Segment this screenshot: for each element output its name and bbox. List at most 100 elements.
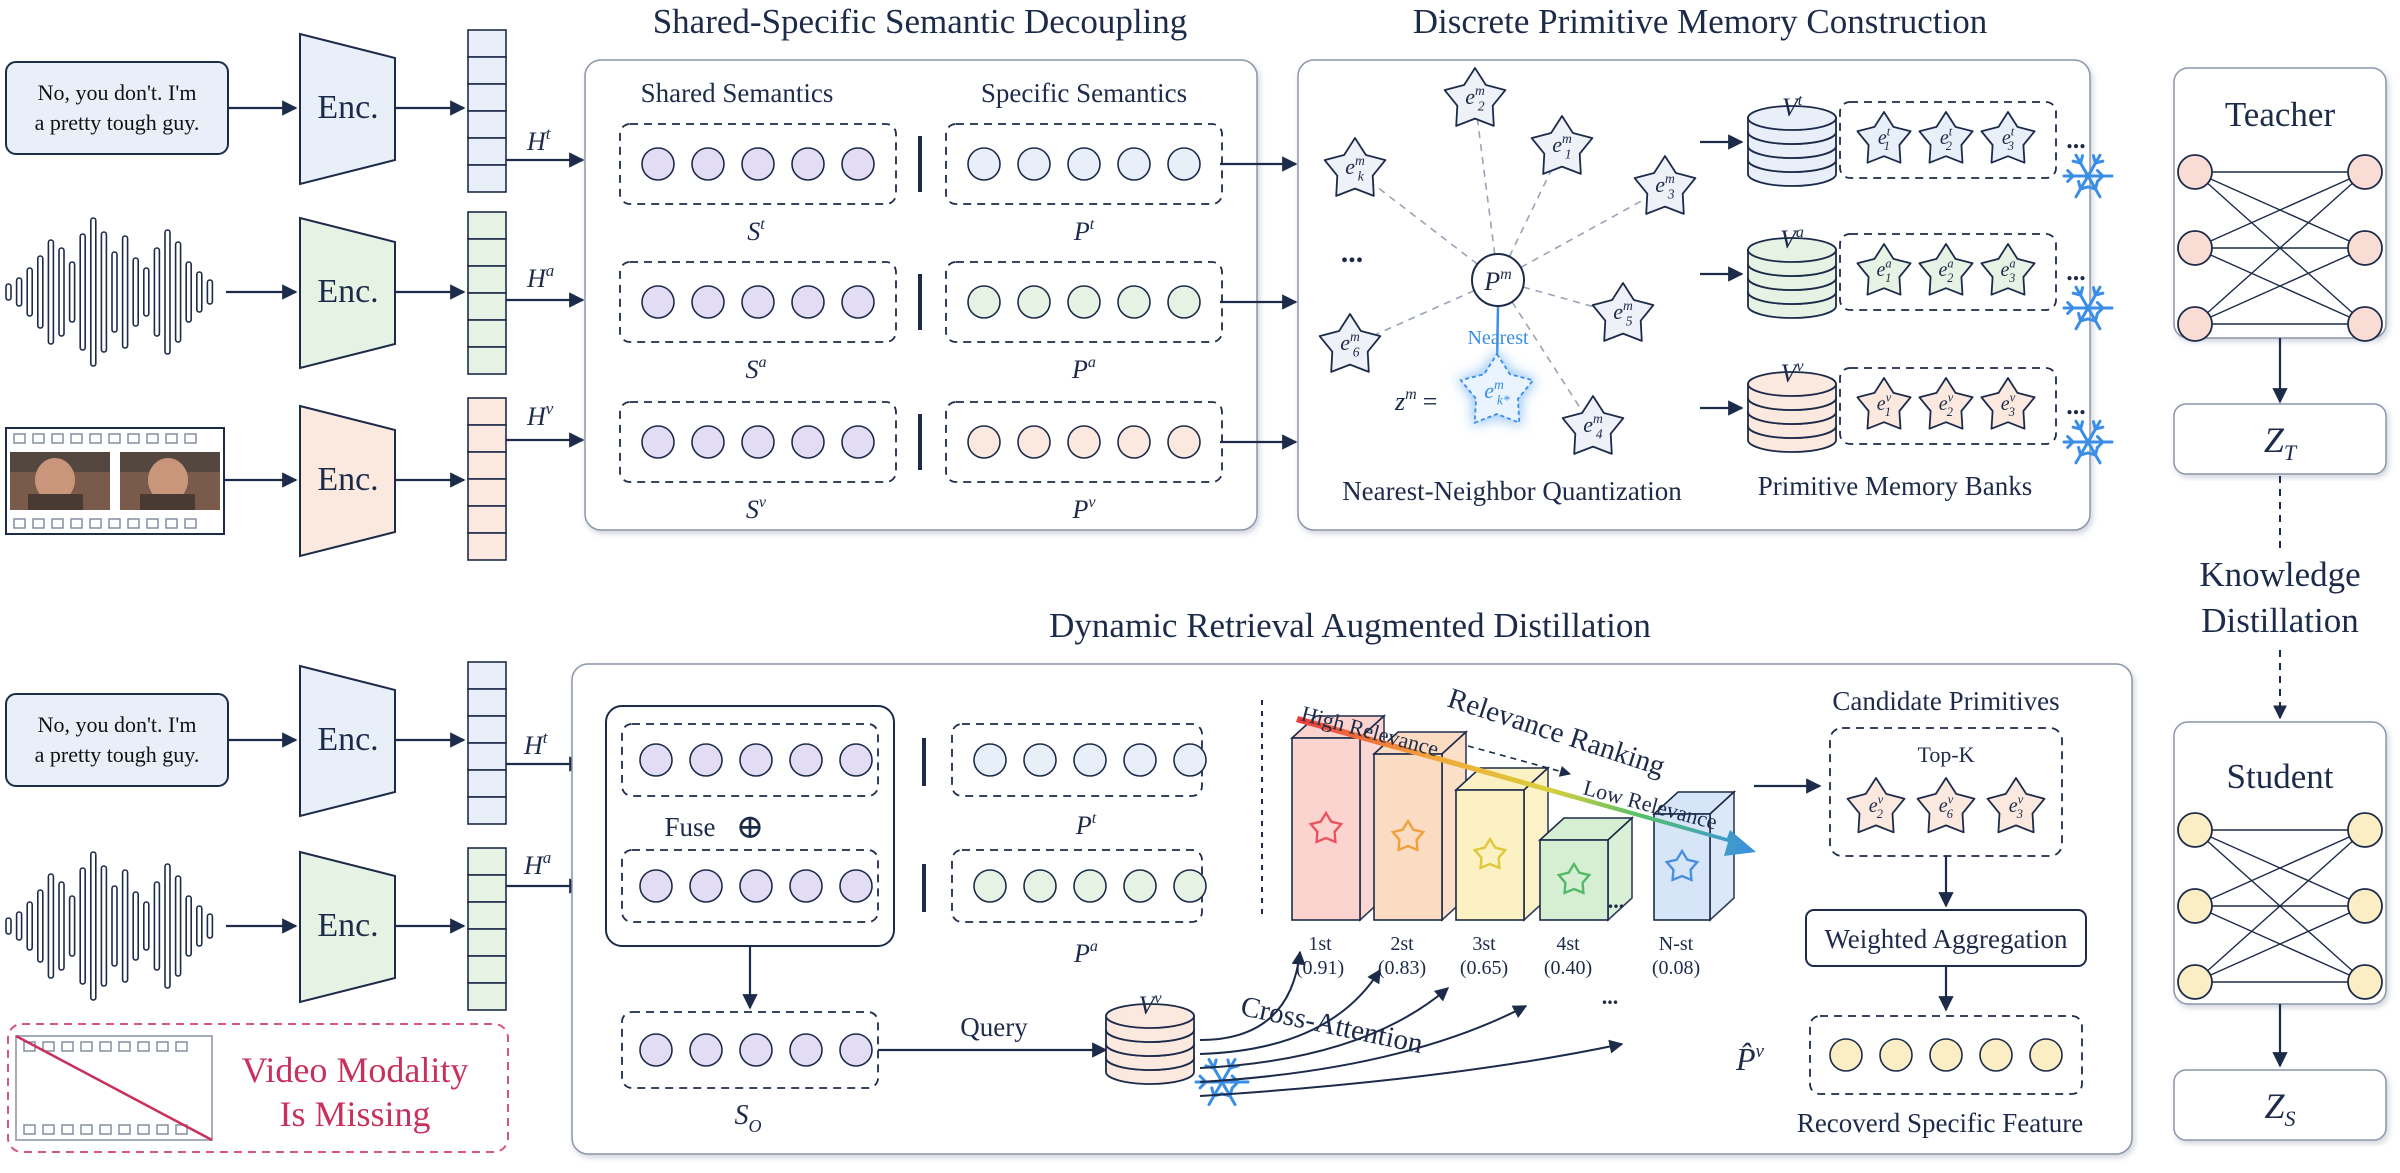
vector-cell (467, 532, 507, 561)
feature-token (967, 425, 1001, 459)
vector-cell (467, 874, 507, 903)
cross-attention-arrow (1199, 950, 1306, 1041)
specific-semantic-tokens (967, 285, 1201, 319)
ranking-star-icon (1390, 818, 1426, 852)
candidate-title: Candidate Primitives (1832, 686, 2059, 716)
waveform-bar (111, 251, 118, 333)
feature-token (791, 285, 825, 319)
text-encoder-bottom-label: Enc. (317, 721, 378, 758)
rank-label: N-st (1659, 933, 1694, 955)
vector-cell (467, 56, 507, 85)
vector-cell (467, 292, 507, 321)
rank-score: (0.08) (1652, 957, 1700, 979)
network-node (2347, 964, 2383, 1000)
ranking-star-icon (1556, 861, 1592, 895)
quantization-caption: Nearest-Neighbor Quantization (1342, 476, 1682, 506)
feature-token (689, 869, 723, 903)
primitive-star-icon (1591, 282, 1655, 342)
feature-token (1123, 743, 1157, 777)
feature-token (641, 285, 675, 319)
specific-label-audio: Pa (1073, 938, 1098, 968)
feature-token (973, 869, 1007, 903)
waveform-bar (26, 267, 34, 317)
vector-cell (467, 451, 507, 480)
hidden-label-video: Hv (526, 399, 554, 431)
student-network (2177, 812, 2383, 1000)
text-encoder: Enc. (299, 32, 396, 186)
primitive-star-icon (1918, 111, 1974, 164)
feature-token (789, 743, 823, 777)
rank-label: 2st (1390, 933, 1414, 955)
feature-token (741, 285, 775, 319)
hidden-label-audio-bottom: Ha (523, 848, 551, 880)
waveform-bar (36, 889, 44, 963)
waveform-bar (47, 873, 55, 979)
network-node (2347, 230, 2383, 266)
vector-cell (467, 901, 507, 930)
fused-shared-tokens-audio (639, 869, 873, 903)
feature-token (1829, 1038, 1863, 1072)
shared-semantic-label: St (747, 216, 765, 246)
teacher-label: Teacher (2225, 95, 2336, 134)
relevance-gradient-arrow (1296, 716, 1756, 856)
network-node (2177, 154, 2213, 190)
audio-encoder: Enc. (299, 216, 396, 370)
rank-label: 1st (1308, 933, 1332, 955)
vector-cell (467, 661, 507, 690)
primitive-star-icon (1633, 155, 1697, 215)
waveform-bar (68, 261, 76, 323)
shared-semantic-tokens (641, 425, 875, 459)
waveform-bar (143, 901, 150, 951)
fuse-symbol: ⊕ (736, 809, 765, 846)
vector-cell (467, 346, 507, 375)
waveform-bar (132, 891, 139, 961)
feature-token (839, 1033, 873, 1067)
so-label: SO (735, 1100, 762, 1136)
feature-token (1073, 869, 1107, 903)
primitive-star-icon (1918, 243, 1974, 296)
feature-token (789, 1033, 823, 1067)
vector-cell (467, 982, 507, 1011)
banks-caption: Primitive Memory Banks (1758, 471, 2032, 501)
waveform-bar (164, 863, 171, 989)
rank-score: (0.65) (1460, 957, 1508, 979)
specific-semantic-label: Pv (1071, 494, 1096, 524)
vector-cell (467, 211, 507, 240)
rank-label: 4st (1556, 933, 1580, 955)
specific-semantic-label: Pt (1073, 216, 1095, 246)
feature-token (839, 869, 873, 903)
ranking-star-icon (1664, 848, 1700, 882)
hidden-vector-video (467, 397, 507, 561)
audio-encoder-label: Enc. (317, 273, 378, 310)
primitive-star-icon (1846, 777, 1906, 834)
feature-token (691, 285, 725, 319)
hidden-label-text: Ht (526, 124, 552, 156)
ranking-bar (1539, 839, 1609, 921)
feature-token (691, 425, 725, 459)
teacher-output-box (2173, 403, 2387, 475)
vector-cell (467, 478, 507, 507)
feature-token (1167, 425, 1201, 459)
text-input-bottom-line1: No, you don't. I'm (38, 712, 197, 737)
waveform-bar (26, 901, 34, 951)
ranking-ellipsis: ... (1608, 888, 1625, 913)
missing-video-box: Video Modality Is Missing (7, 1023, 509, 1153)
kd-label-line1: Knowledge (2199, 555, 2360, 594)
weighted-aggregation-label: Weighted Aggregation (1824, 924, 2068, 954)
waveform-bar (121, 235, 129, 349)
feature-token (741, 147, 775, 181)
hidden-vector-text-bottom (467, 661, 507, 825)
primitive-star-icon (1918, 377, 1974, 430)
vector-cell (467, 955, 507, 984)
text-input-bottom-line2: a pretty tough guy. (35, 742, 200, 767)
rank-label: 3st (1472, 933, 1496, 955)
waveform-bar (164, 229, 171, 355)
primitive-star-icon (1856, 111, 1912, 164)
